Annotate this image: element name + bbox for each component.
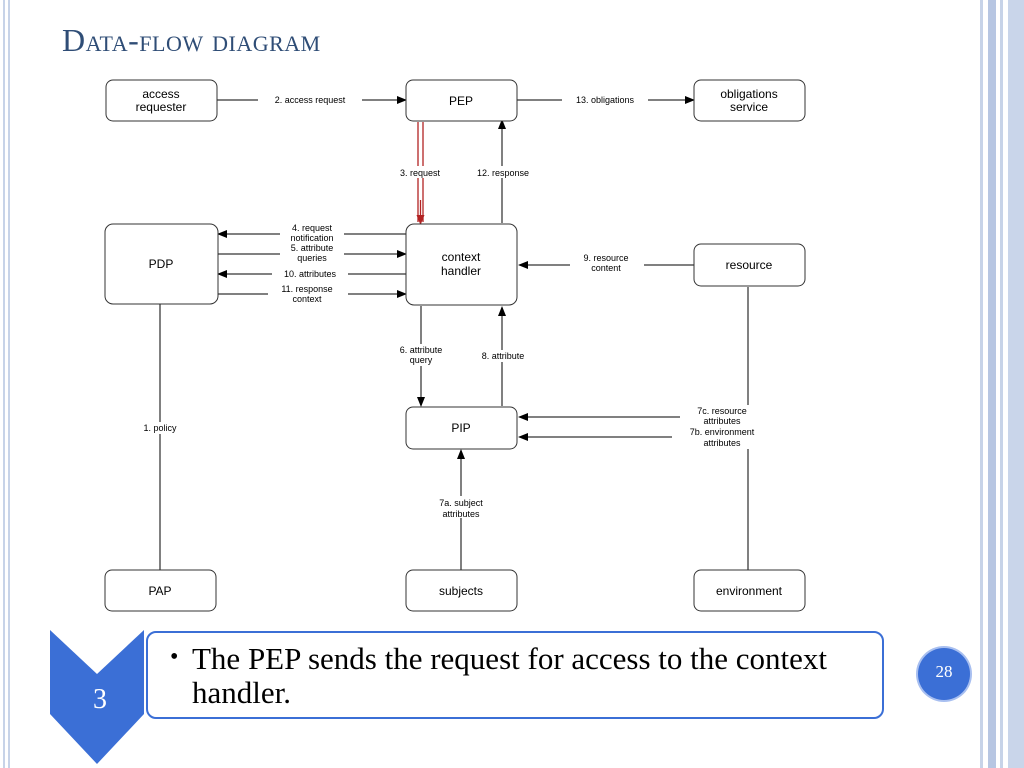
left-frame-decoration [0,0,12,768]
node-pep: PEP [405,79,518,122]
node-label-obligations-service-2: service [730,100,768,114]
page-number-badge [918,648,970,700]
diagram-nodes: access requester PEP obligations service… [104,79,806,612]
data-flow-diagram: 2. access request 13. obligations 3. req… [104,79,806,612]
edge-label-policy: 1. policy [143,423,177,433]
node-label-pip: PIP [451,421,470,435]
edge-label-resource-attributes-2: attributes [703,416,741,426]
node-label-resource: resource [726,258,773,272]
edge-label-resource-content-1: 9. resource [583,253,628,263]
edge-label-attribute-queries-1: 5. attribute [291,243,334,253]
node-label-context-handler-2: handler [441,264,481,278]
node-label-environment: environment [716,584,783,598]
page-number: 28 [935,662,953,681]
bullet-dot: • [170,644,179,670]
bullet-text: The PEP sends the request for access to … [192,641,828,710]
edge-label-subject-attributes-1: 7a. subject [439,498,483,508]
node-access-requester: access requester [105,79,218,122]
node-label-access-requester-1: access [142,87,179,101]
edge-label-resource-content-2: content [591,263,621,273]
node-label-access-requester-2: requester [136,100,187,114]
edge-label-subject-attributes-2: attributes [442,509,480,519]
edge-labels: 2. access request 13. obligations 3. req… [134,93,772,519]
node-label-pap: PAP [148,584,171,598]
node-environment: environment [693,569,806,612]
node-label-pep: PEP [449,94,473,108]
bullet-callout-box [146,631,884,719]
edge-label-attribute-query-2: query [410,355,433,365]
edge-label-response: 12. response [477,168,529,178]
edge-label-attributes: 10. attributes [284,269,337,279]
node-label-pdp: PDP [149,257,174,271]
edge-resource-attributes [518,287,749,421]
edge-label-access-request: 2. access request [275,95,346,105]
node-subjects: subjects [405,569,518,612]
right-frame-decoration [976,0,1024,768]
step-number: 3 [93,684,107,715]
node-label-context-handler-1: context [442,250,481,264]
node-label-obligations-service-1: obligations [720,87,777,101]
node-pap: PAP [104,569,217,612]
edge-label-obligations: 13. obligations [576,95,635,105]
bullet-text-container: The PEP sends the request for access to … [168,642,882,710]
edge-label-attribute-query-1: 6. attribute [400,345,443,355]
step-chevron-shape [50,630,144,764]
node-context-handler: context handler [405,223,518,306]
node-resource: resource [693,243,806,287]
edge-label-attribute: 8. attribute [482,351,525,361]
edge-label-request-notification-1: 4. request [292,223,333,233]
edge-label-environment-attributes-1: 7b. environment [690,427,755,437]
edge-label-resource-attributes-1: 7c. resource [697,406,747,416]
node-pdp: PDP [104,223,219,305]
slide-title: Data-flow diagram [62,22,321,58]
node-obligations-service: obligations service [693,79,806,122]
edge-label-response-context-1: 11. response [281,284,332,294]
node-label-subjects: subjects [439,584,483,598]
edge-label-request: 3. request [400,168,441,178]
edge-label-environment-attributes-2: attributes [703,438,741,448]
edge-label-attribute-queries-2: queries [297,253,327,263]
edge-label-request-notification-2: notification [290,233,333,243]
edge-label-response-context-2: context [292,294,322,304]
node-pip: PIP [405,406,518,450]
